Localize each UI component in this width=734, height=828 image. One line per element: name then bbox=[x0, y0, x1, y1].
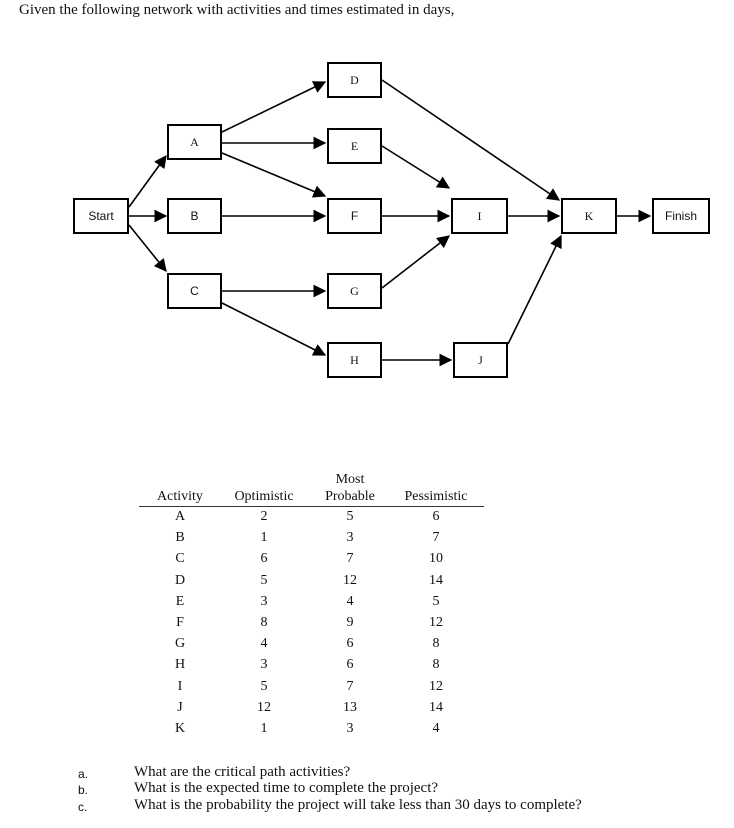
header-activity: Activity bbox=[157, 489, 203, 504]
cell-activity: G bbox=[174, 636, 186, 652]
cell-pessimistic: 8 bbox=[432, 657, 440, 673]
node-k: K bbox=[561, 198, 617, 234]
arrow-a-d bbox=[221, 81, 327, 133]
node-a: A bbox=[167, 124, 222, 160]
cell-activity: F bbox=[176, 615, 184, 630]
cell-probable: 7 bbox=[346, 678, 354, 694]
arrow-e-i bbox=[381, 145, 451, 189]
node-d: D bbox=[327, 62, 382, 98]
cell-probable: 4 bbox=[346, 593, 354, 609]
intro-text: Given the following network with activit… bbox=[19, 2, 455, 18]
cell-activity: E bbox=[175, 593, 185, 609]
cell-pessimistic: 12 bbox=[429, 615, 443, 630]
node-j: J bbox=[453, 342, 508, 378]
node-e: E bbox=[327, 128, 382, 164]
arrow-start-a bbox=[128, 154, 167, 208]
cell-pessimistic: 4 bbox=[432, 721, 440, 736]
cell-activity: H bbox=[174, 657, 186, 673]
cell-optimistic: 5 bbox=[260, 678, 268, 694]
cell-activity: B bbox=[175, 530, 185, 546]
question-b-letter: b. bbox=[78, 783, 89, 797]
cell-probable: 7 bbox=[346, 551, 354, 567]
cell-pessimistic: 7 bbox=[432, 530, 440, 546]
cell-probable: 3 bbox=[346, 721, 354, 736]
cell-pessimistic: 6 bbox=[432, 509, 440, 524]
header-optimistic: Optimistic bbox=[234, 489, 294, 504]
cell-probable: 9 bbox=[346, 615, 354, 630]
cell-pessimistic: 12 bbox=[429, 678, 443, 694]
cell-activity: A bbox=[174, 509, 186, 524]
arrow-c-h bbox=[221, 302, 327, 356]
header-pessimistic: Pessimistic bbox=[404, 489, 468, 504]
cell-probable: 5 bbox=[346, 509, 354, 524]
header-probable: Probable bbox=[325, 489, 375, 504]
question-a-letter: a. bbox=[78, 767, 89, 781]
header-most: Most bbox=[335, 472, 365, 487]
cell-probable: 6 bbox=[346, 636, 354, 652]
cell-pessimistic: 5 bbox=[432, 593, 440, 609]
arrow-j-k bbox=[507, 234, 562, 345]
node-f: F bbox=[327, 198, 382, 234]
cell-optimistic: 8 bbox=[260, 615, 268, 630]
question-c-letter: c. bbox=[78, 800, 88, 814]
cell-optimistic: 4 bbox=[260, 636, 268, 652]
cell-pessimistic: 8 bbox=[432, 636, 440, 652]
node-h: H bbox=[327, 342, 382, 378]
node-i: I bbox=[451, 198, 508, 234]
node-c: C bbox=[167, 273, 222, 309]
arrow-a-f bbox=[221, 152, 327, 198]
cell-probable: 3 bbox=[346, 530, 354, 546]
cell-probable: 6 bbox=[346, 657, 354, 673]
question-b-text: What is the expected time to complete th… bbox=[134, 780, 439, 796]
arrow-d-k bbox=[381, 79, 561, 201]
cell-pessimistic: 14 bbox=[429, 572, 443, 588]
cell-optimistic: 3 bbox=[260, 593, 268, 609]
cell-activity: J bbox=[177, 699, 183, 715]
question-c-text: What is the probability the project will… bbox=[134, 797, 582, 813]
cell-optimistic: 5 bbox=[260, 572, 268, 588]
cell-optimistic: 6 bbox=[260, 551, 268, 567]
node-start: Start bbox=[73, 198, 129, 234]
cell-activity: K bbox=[174, 721, 186, 736]
node-b: B bbox=[167, 198, 222, 234]
arrow-g-i bbox=[381, 235, 451, 289]
cell-pessimistic: 14 bbox=[429, 699, 443, 715]
cell-activity: C bbox=[175, 551, 185, 567]
node-g: G bbox=[327, 273, 382, 309]
cell-activity: I bbox=[177, 678, 183, 694]
cell-probable: 13 bbox=[343, 699, 357, 715]
cell-optimistic: 12 bbox=[257, 699, 271, 715]
cell-probable: 12 bbox=[343, 572, 357, 588]
question-a-text: What are the critical path activities? bbox=[134, 764, 351, 780]
header-rule bbox=[139, 506, 484, 507]
cell-optimistic: 1 bbox=[260, 530, 268, 546]
cell-optimistic: 3 bbox=[260, 657, 268, 673]
cell-activity: D bbox=[174, 572, 186, 588]
arrow-start-c bbox=[128, 224, 167, 272]
cell-optimistic: 2 bbox=[260, 509, 268, 524]
node-finish: Finish bbox=[652, 198, 710, 234]
cell-pessimistic: 10 bbox=[429, 551, 443, 567]
cell-optimistic: 1 bbox=[260, 721, 268, 736]
